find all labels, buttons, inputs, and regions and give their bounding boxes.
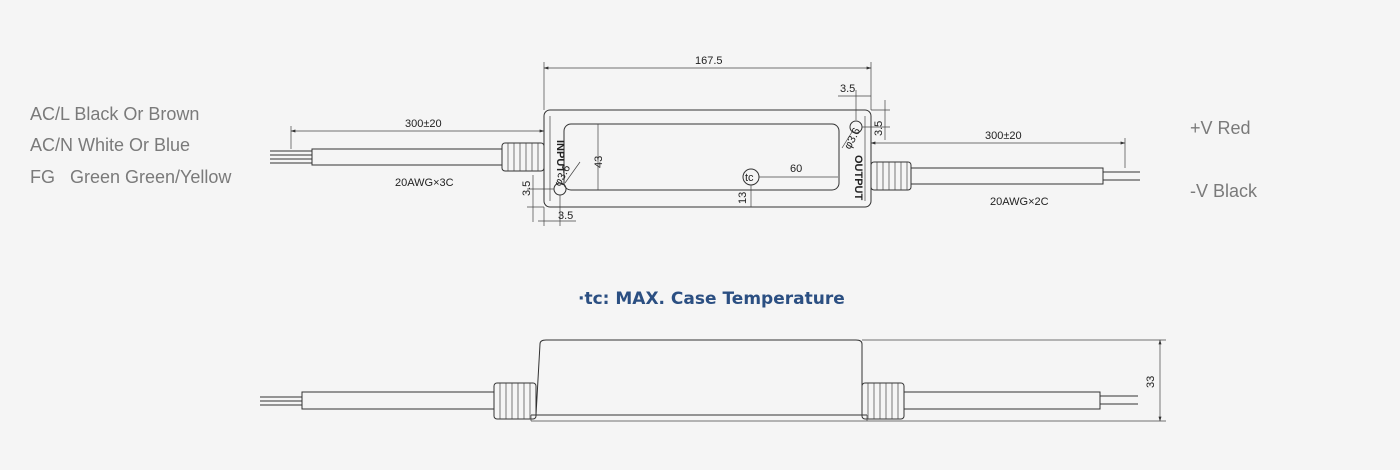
fg-wire-label: FG Green Green/Yellow (30, 167, 232, 187)
height-dim: 33 (1145, 376, 1157, 388)
input-strain-relief (501, 142, 545, 172)
hole-offset-top: 3.5 (840, 83, 855, 95)
label-recess (563, 123, 840, 191)
width-dim: 43 (593, 156, 605, 168)
output-label: OUTPUT (852, 155, 864, 201)
input-wire-strands (270, 150, 312, 164)
hole-offset-left: 3.5 (521, 181, 533, 196)
input-label: INPUT (554, 140, 566, 173)
acl-wire-label: AC/L Black Or Brown (30, 104, 200, 124)
total-length-dim: 167.5 (695, 55, 723, 67)
acn-wire-label: AC/N White Or Blue (30, 135, 191, 155)
tc-x-dim: 60 (790, 163, 802, 175)
output-cable-length: 300±20 (985, 130, 1022, 142)
top-view: INPUT OUTPUT φ3.6 φ3.6 tc 60 13 43 (270, 55, 1140, 226)
output-cable (910, 167, 1104, 185)
tc-caption: ·tc: MAX. Case Temperature (578, 289, 845, 309)
input-cable-spec: 20AWG×3C (395, 177, 454, 189)
side-output-strain-relief (861, 382, 905, 420)
output-wire-strands (1103, 171, 1140, 181)
side-input-cable (301, 391, 495, 410)
housing-outline (543, 109, 872, 208)
tc-marker-label: tc (745, 172, 754, 184)
side-output-cable (903, 391, 1101, 410)
tc-y-dim: 13 (737, 192, 749, 204)
side-output-wire-strands (1100, 395, 1138, 405)
side-view: 33 (260, 339, 1166, 422)
output-hole-dia: φ3.6 (842, 126, 863, 151)
output-strain-relief (870, 161, 912, 191)
vpos-wire-label: +V Red (1190, 118, 1251, 138)
vneg-wire-label: -V Black (1190, 181, 1258, 201)
input-cable (311, 148, 503, 166)
side-housing (535, 339, 863, 416)
output-cable-spec: 20AWG×2C (990, 196, 1049, 208)
input-cable-length: 300±20 (405, 118, 442, 130)
hole-offset-side-top: 3.5 (873, 121, 885, 136)
hole-offset-bottom: 3.5 (558, 210, 573, 222)
side-input-wire-strands (260, 396, 302, 406)
side-input-strain-relief (493, 382, 537, 420)
